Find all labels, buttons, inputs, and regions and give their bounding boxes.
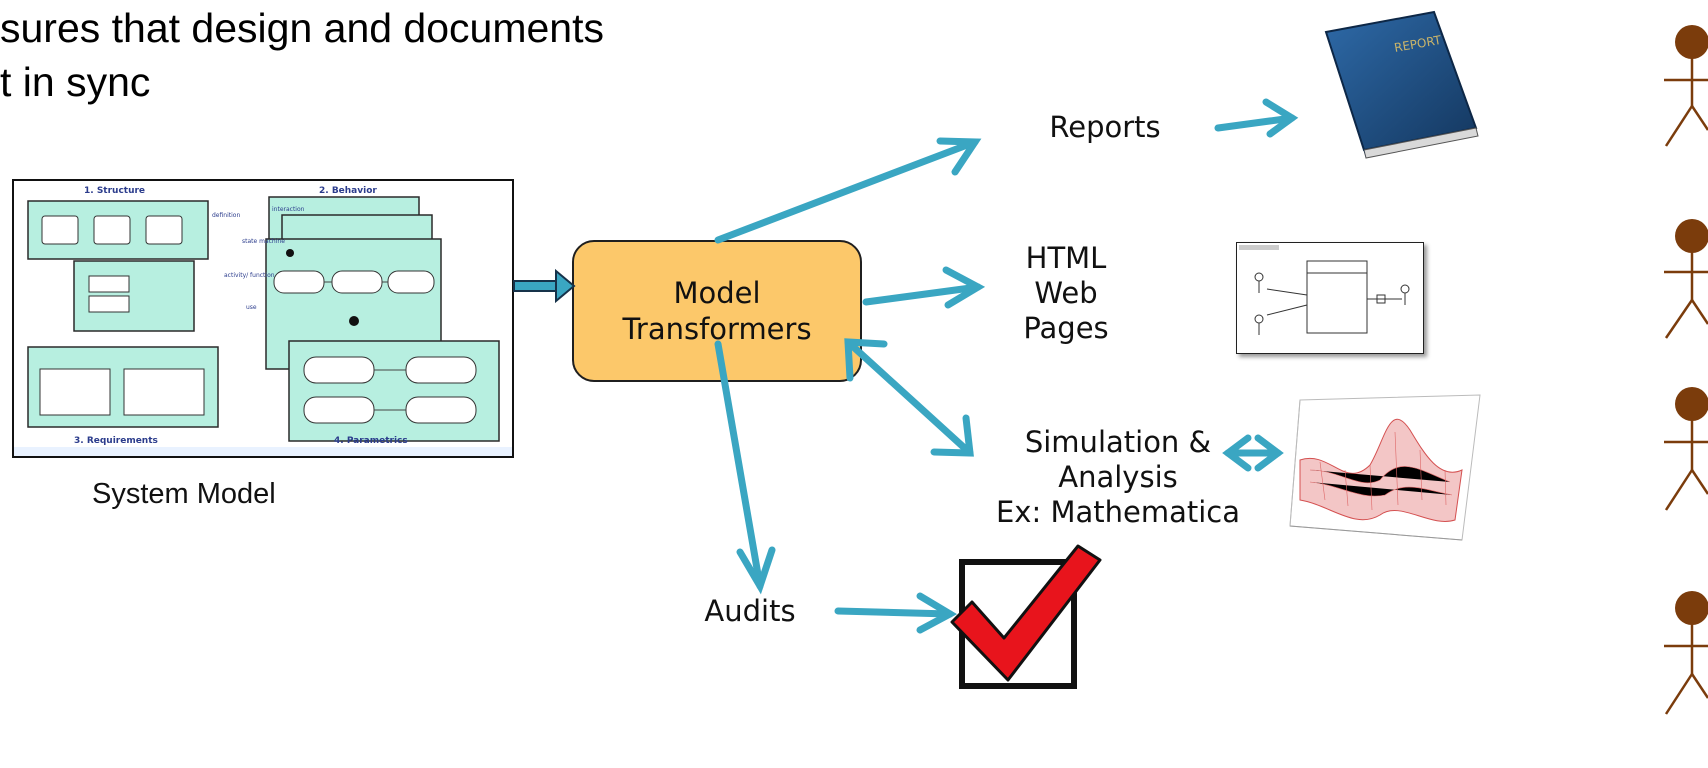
stick-figure-icon [1664, 25, 1708, 147]
html-label-line-1: HTML [1025, 241, 1107, 275]
checkbox-checkmark-icon [950, 544, 1102, 689]
html-page-thumbnail [1236, 242, 1424, 354]
html-label-line-3: Pages [1023, 311, 1109, 345]
arrow-to-reports [714, 138, 979, 244]
arrowhead-audits [736, 546, 776, 595]
model-annotation-use: use [246, 304, 257, 311]
arrow-to-simulation [844, 338, 974, 457]
arrowhead-check [916, 592, 958, 634]
surface-plot-icon [1289, 394, 1481, 541]
html-label-line-2: Web [1034, 276, 1098, 310]
arrow-reports-to-book [1214, 114, 1296, 132]
model-panel-requirements: 3. Requirements [74, 436, 158, 446]
arrowhead-html [942, 266, 986, 309]
arrowhead-reports [936, 137, 982, 176]
model-panel-behavior: 2. Behavior [319, 186, 377, 196]
stick-figure-icon [1664, 591, 1708, 715]
stick-figure-icon [1664, 387, 1708, 511]
model-annotation-activity: activity/ function [224, 272, 275, 279]
report-book-title: REPORT [1393, 33, 1443, 55]
headline-line-1: sures that design and documents [0, 5, 604, 51]
reports-label: Reports [1049, 110, 1161, 144]
model-annotation-state-machine: state machine [242, 238, 285, 245]
headline-line-2: t in sync [0, 59, 151, 105]
arrowhead-book [1262, 98, 1299, 138]
model-to-transformer-arrow [513, 268, 576, 304]
model-transformers-box: Model Transformers [572, 240, 862, 382]
model-transformers-line-1: Model [673, 276, 761, 310]
simulation-label-line-2: Analysis [1058, 460, 1178, 494]
stick-figure-icon [1664, 219, 1708, 339]
html-page-thumbnail-graphic [1239, 245, 1410, 335]
model-annotation-definition: definition [212, 212, 240, 219]
system-model-diagram: 1. Structure 2. Behavior 3. Requirements… [12, 179, 514, 458]
simulation-analysis-label: Simulation & Analysis Ex: Mathematica [960, 425, 1276, 530]
model-panel-parametrics: 4. Parametrics [334, 436, 408, 446]
html-web-pages-label: HTML Web Pages [996, 241, 1136, 346]
arrow-audits-to-check [834, 607, 954, 618]
model-panel-structure: 1. Structure [84, 186, 145, 196]
simulation-label-line-3: Ex: Mathematica [995, 495, 1241, 529]
arrow-to-html [862, 283, 982, 306]
report-book-icon: REPORT [1324, 10, 1479, 159]
audits-label: Audits [704, 594, 796, 628]
system-model-caption: System Model [92, 478, 276, 510]
system-model-diagram-graphic: 1. Structure 2. Behavior 3. Requirements… [14, 186, 512, 456]
model-transformers-line-2: Transformers [622, 312, 812, 346]
model-annotation-interaction: interaction [272, 206, 305, 213]
simulation-label-line-1: Simulation & [1024, 425, 1212, 459]
